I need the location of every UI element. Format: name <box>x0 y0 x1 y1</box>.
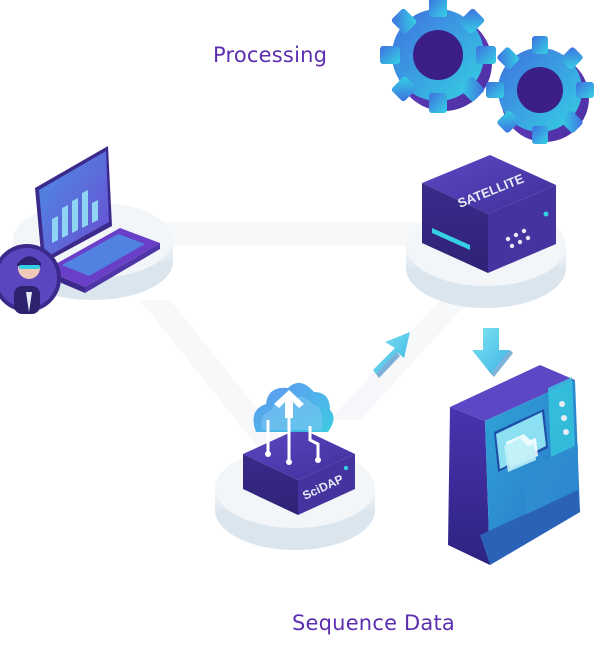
processing-label: Processing <box>213 43 328 67</box>
arrow-down-icon <box>472 328 513 377</box>
arrow-up-right-icon <box>373 332 410 378</box>
user-avatar-icon <box>0 244 61 314</box>
sequence-data-label: Sequence Data <box>292 611 456 635</box>
connection-lines <box>140 222 470 450</box>
satellite-server-icon: SATELLITE <box>422 155 556 273</box>
gear-icon <box>380 0 496 113</box>
cloud-upload-icon <box>253 382 334 465</box>
gear-icon <box>486 36 594 144</box>
sequencer-machine-icon <box>448 365 580 565</box>
